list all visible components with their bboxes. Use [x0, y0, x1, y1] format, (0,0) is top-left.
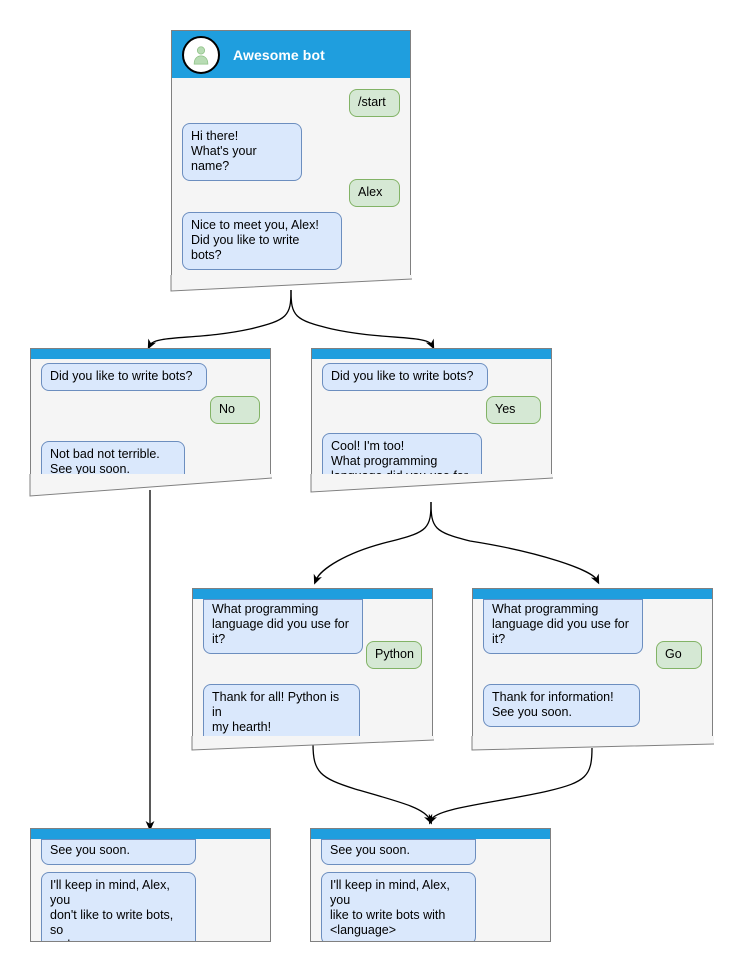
card-answer-yes-body: Did you like to write bots? Yes Cool! I'…	[312, 359, 551, 474]
message-bubble-bot: Not bad not terrible. See you soon.	[41, 441, 185, 474]
card-start[interactable]: Awesome bot /start Hi there! What's your…	[171, 30, 411, 275]
card-end-happy[interactable]: See you soon. I'll keep in mind, Alex, y…	[310, 828, 551, 942]
message-bubble-bot: Did you like to write bots?	[322, 363, 488, 391]
message-bubble-bot: Cool! I'm too! What programming language…	[322, 433, 482, 474]
card-answer-python-body: What programming language did you use fo…	[193, 599, 432, 736]
card-start-skew-base	[170, 275, 413, 292]
message-bubble-user: Go	[656, 641, 702, 669]
message-bubble-bot: What programming language did you use fo…	[483, 599, 643, 654]
card-end-happy-header	[311, 829, 550, 839]
message-bubble-bot: Nice to meet you, Alex! Did you like to …	[182, 212, 342, 270]
card-answer-yes[interactable]: Did you like to write bots? Yes Cool! I'…	[311, 348, 552, 474]
card-end-sad[interactable]: See you soon. I'll keep in mind, Alex, y…	[30, 828, 271, 942]
card-answer-no-header	[31, 349, 270, 359]
edge-go-to-end-happy	[428, 747, 593, 825]
card-answer-go-skew-base	[471, 736, 715, 751]
card-answer-no-skew-base	[29, 474, 273, 497]
card-answer-python-skew-base	[191, 736, 435, 751]
message-bubble-user: Python	[366, 641, 422, 669]
card-answer-yes-skew-base	[310, 474, 554, 493]
card-end-sad-body: See you soon. I'll keep in mind, Alex, y…	[31, 839, 270, 941]
edge-root-to-yes	[290, 289, 435, 350]
card-answer-python-header	[193, 589, 432, 599]
message-bubble-bot: I'll keep in mind, Alex, you don't like …	[41, 872, 196, 941]
card-answer-go[interactable]: What programming language did you use fo…	[472, 588, 713, 736]
message-bubble-user: No	[210, 396, 260, 424]
message-bubble-bot: See you soon.	[41, 839, 196, 865]
card-answer-yes-header	[312, 349, 551, 359]
card-start-header: Awesome bot	[172, 31, 410, 78]
message-bubble-user: Alex	[349, 179, 400, 207]
card-answer-no[interactable]: Did you like to write bots? No Not bad n…	[30, 348, 271, 474]
message-bubble-user: Yes	[486, 396, 541, 424]
card-answer-go-header	[473, 589, 712, 599]
message-bubble-bot: Thank for information! See you soon.	[483, 684, 640, 727]
card-answer-python[interactable]: What programming language did you use fo…	[192, 588, 433, 736]
edge-root-to-no	[147, 289, 292, 350]
card-answer-no-body: Did you like to write bots? No Not bad n…	[31, 359, 270, 474]
message-bubble-user: /start	[349, 89, 400, 117]
bot-title: Awesome bot	[233, 46, 325, 63]
card-end-sad-header	[31, 829, 270, 839]
message-bubble-bot: Did you like to write bots?	[41, 363, 207, 391]
message-bubble-bot: I'll keep in mind, Alex, you like to wri…	[321, 872, 476, 941]
message-bubble-bot: Hi there! What's your name?	[182, 123, 302, 181]
message-bubble-bot: Thank for all! Python is in my hearth! S…	[203, 684, 360, 736]
card-start-body: /start Hi there! What's your name? Alex …	[172, 78, 410, 275]
edge-yes-to-python	[313, 501, 432, 585]
card-answer-go-body: What programming language did you use fo…	[473, 599, 712, 736]
message-bubble-bot: What programming language did you use fo…	[203, 599, 363, 654]
edge-yes-to-go	[430, 501, 600, 585]
person-avatar-icon	[182, 35, 220, 74]
card-end-happy-body: See you soon. I'll keep in mind, Alex, y…	[311, 839, 550, 941]
message-bubble-bot: See you soon.	[321, 839, 476, 865]
